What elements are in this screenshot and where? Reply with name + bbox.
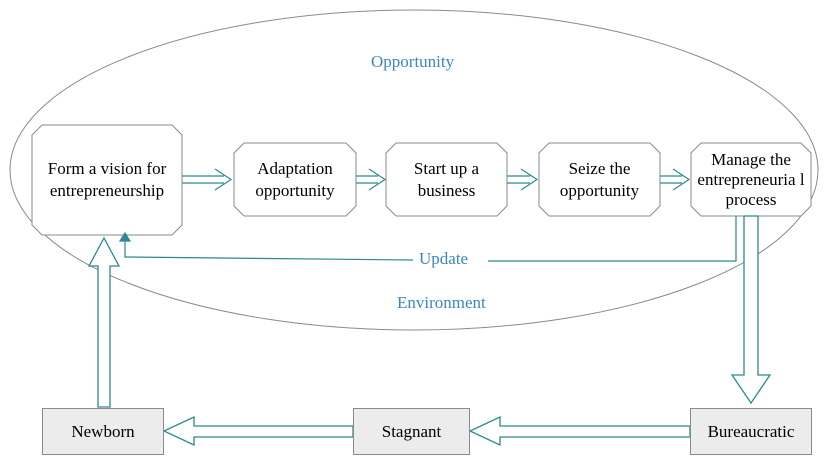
startup-box-shape (385, 142, 508, 217)
step-arrows (182, 168, 691, 191)
environment-ellipse (9, 9, 819, 331)
step-seize-opportunity: Seize the opportunity (541, 145, 658, 214)
step-form-vision: Form a vision for entrepreneurship (34, 127, 180, 233)
step-form-vision-label: Form a vision for entrepreneurship (47, 159, 167, 200)
update-label: Update (419, 249, 469, 268)
step-manage-process: Manage the entrepreneuria l process (693, 145, 809, 214)
seize-box-shape (538, 142, 661, 217)
adaptation-box-shape (233, 142, 357, 217)
arrow-stagnant-newborn (162, 415, 354, 447)
step-seize-label: Seize the opportunity (559, 158, 640, 200)
opportunity-label: Opportunity (371, 52, 455, 71)
step-adaptation-opportunity: Adaptation opportunity (236, 145, 354, 214)
step-startup-label: Start up a business (413, 158, 480, 200)
arrow-vision-adaptation (182, 168, 233, 191)
step-start-up-business: Start up a business (390, 145, 503, 214)
arrow-adaptation-startup (356, 168, 387, 191)
arrow-seize-manage (660, 168, 691, 191)
step-adaptation-label: Adaptation opportunity (255, 158, 335, 200)
state-newborn: Newborn (42, 408, 164, 455)
arrow-newborn-vision (87, 236, 121, 408)
arrow-startup-seize (507, 168, 539, 191)
manage-box-shape (690, 142, 812, 217)
arrow-manage-bureaucratic (730, 215, 772, 405)
update-arrow (118, 216, 737, 262)
state-newborn-label: Newborn (71, 421, 135, 441)
state-stagnant-label: Stagnant (381, 421, 442, 441)
state-bureaucratic: Bureaucratic (690, 408, 812, 455)
step-manage-label: Manage the entrepreneuria l process (697, 149, 805, 209)
arrow-bureaucratic-stagnant (468, 415, 691, 447)
vision-box-shape (31, 124, 183, 236)
environment-label: Environment (397, 293, 486, 312)
state-stagnant: Stagnant (353, 408, 470, 455)
state-bureaucratic-label: Bureaucratic (707, 421, 795, 441)
